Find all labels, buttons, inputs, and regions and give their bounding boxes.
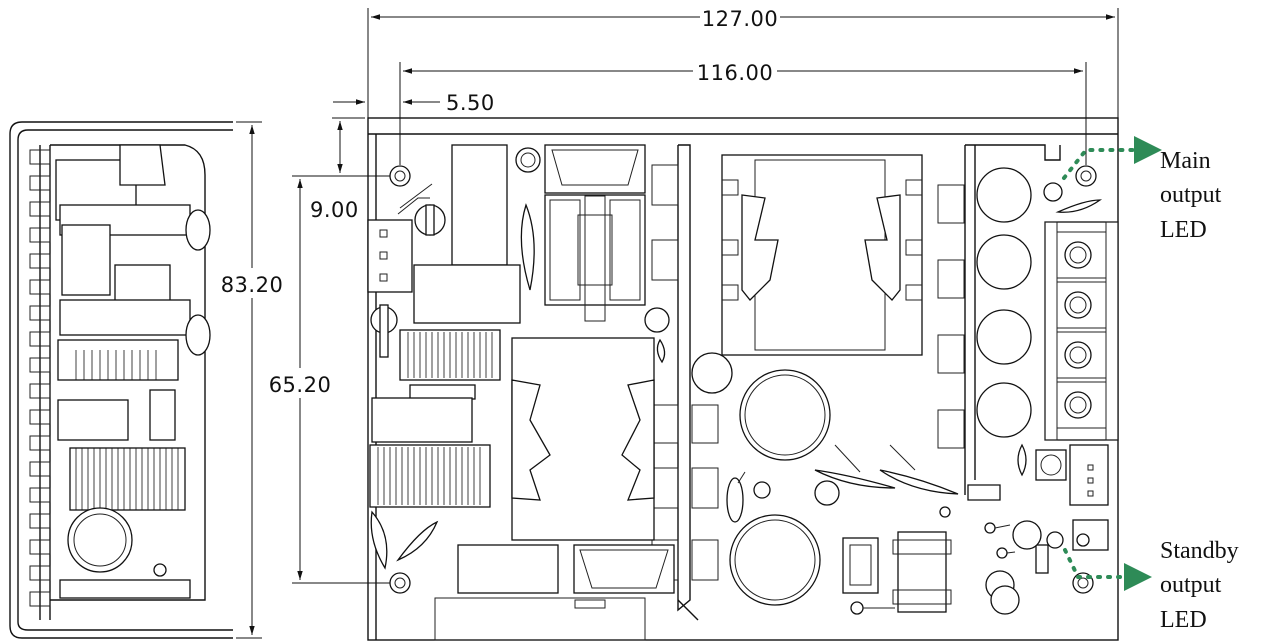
standby-led-label-line1: Standby [1160, 538, 1239, 564]
dimension-overall-length: 127.00 [367, 3, 1119, 118]
dimension-hole-offset-x: 5.50 [333, 91, 495, 115]
output-section [976, 167, 1119, 574]
main-led-label-line2: output [1160, 182, 1222, 208]
top-view [367, 117, 1119, 641]
dimension-hole-spacing-width: 65.20 [262, 179, 390, 584]
dim-label-116-00: 116.00 [697, 61, 773, 85]
dimension-overall-width: 83.20 [212, 121, 294, 639]
primary-components [367, 144, 675, 594]
main-led-indicator: Main output LED [1062, 136, 1222, 243]
dim-label-9-00: 9.00 [310, 198, 359, 222]
secondary-components [691, 352, 1090, 615]
dimension-hole-spacing-length: 116.00 [399, 57, 1087, 165]
main-led-label-line3: LED [1160, 217, 1207, 243]
dim-label-65-20: 65.20 [269, 373, 332, 397]
standby-led-indicator: Standby output LED [1063, 538, 1239, 633]
dim-label-83-20: 83.20 [221, 273, 284, 297]
standby-led-label-line3: LED [1160, 607, 1207, 633]
terminal-screws [1056, 231, 1107, 429]
dimension-hole-offset-y: 9.00 [292, 117, 390, 222]
dim-label-127-00: 127.00 [702, 7, 778, 31]
standby-led-label-line2: output [1160, 572, 1222, 598]
dim-label-5-50: 5.50 [446, 91, 495, 115]
main-led-label-line1: Main [1160, 148, 1211, 174]
main-transformer [721, 154, 923, 356]
side-view [9, 121, 233, 639]
